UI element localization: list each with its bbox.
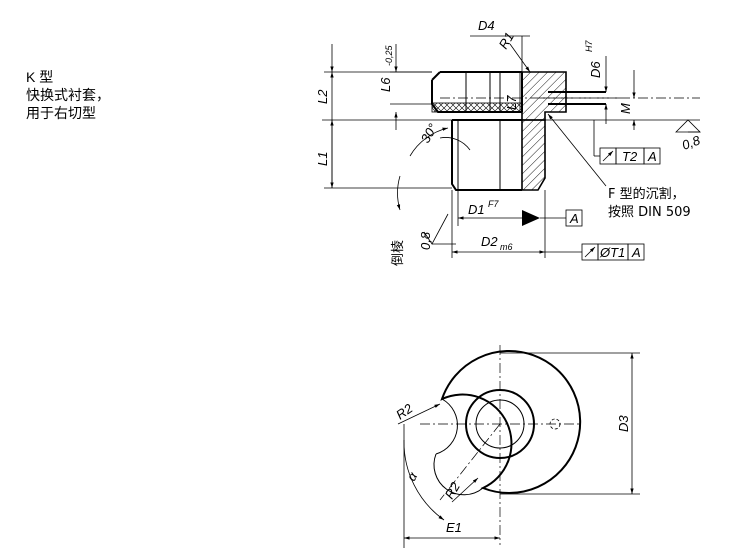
dim-l7: L7	[504, 95, 519, 110]
dim-r1: R1	[496, 30, 517, 52]
dim-d6: D6	[588, 61, 603, 78]
dim-d1: D1	[468, 202, 485, 217]
dim-e1: E1	[446, 520, 462, 535]
runout-frame: ØT1 A	[545, 243, 645, 261]
dim-l6-tolerance: -0,25	[384, 44, 394, 66]
dim-m: M	[618, 103, 633, 114]
dim-l1: L1	[315, 152, 330, 166]
parallelism-tolerance: T2	[622, 149, 638, 164]
runout-datum: A	[631, 245, 641, 260]
dim-d2: D2	[481, 234, 498, 249]
side-view: D4 R1 L6 -0,25 L2 L7 L1 30° 倒棱 0,8	[315, 18, 703, 266]
parallelism-datum: A	[647, 149, 657, 164]
dim-d4: D4	[478, 18, 495, 33]
caption-line-usage: 用于右切型	[26, 105, 96, 121]
dim-d3: D3	[616, 415, 631, 432]
body-outline	[451, 119, 522, 191]
chamfer-label: 倒棱	[390, 240, 406, 266]
dim-d6-tolerance: H7	[584, 40, 594, 52]
head-outline	[431, 71, 523, 113]
dim-l6: L6	[378, 77, 393, 92]
flange-outline	[440, 350, 582, 494]
dim-d2-tolerance: m6	[500, 242, 513, 252]
dim-d1-tolerance: F7	[488, 199, 499, 209]
caption-line-type: K 型	[26, 69, 54, 85]
dim-r2-bottom: R2	[442, 479, 464, 502]
chamfer-roughness: 0,8	[418, 231, 433, 250]
undercut-note-line1: F 型的沉割，	[608, 186, 685, 202]
parallelism-frame: T2 A	[593, 120, 661, 165]
head-section-hatch	[521, 71, 567, 121]
body-section-hatch	[521, 119, 546, 191]
caption-line-description: 快换式衬套，	[26, 87, 110, 103]
dim-l2: L2	[315, 89, 330, 104]
surface-roughness: 0,8	[680, 132, 703, 153]
front-view: D3 R2 R2 α E1	[393, 345, 640, 548]
dim-r2-top: R2	[393, 400, 416, 422]
caption: K 型 快换式衬套， 用于右切型	[26, 68, 110, 122]
runout-tolerance: ØT1	[599, 245, 625, 260]
knurl-band	[431, 102, 523, 113]
undercut-note-line2: 按照 DIN 509	[608, 205, 691, 220]
datum-a-label: A	[569, 211, 579, 226]
dim-alpha: α	[404, 469, 421, 483]
